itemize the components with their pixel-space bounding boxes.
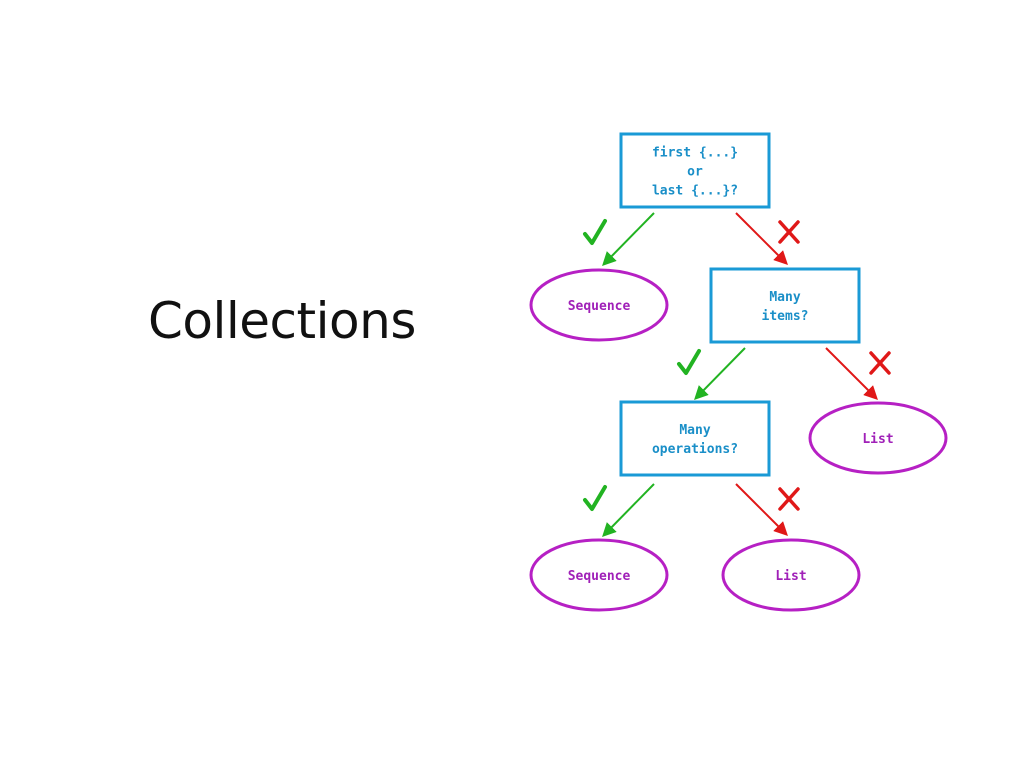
question-node-q3: Many operations? — [619, 400, 771, 477]
cross-mark-icon — [778, 220, 800, 244]
question-text-line: Many — [769, 290, 800, 305]
leaf-label: Sequence — [568, 299, 631, 314]
leaf-ellipse — [529, 268, 669, 342]
question-box — [709, 267, 861, 344]
edge-q1-l1-arrow — [602, 212, 655, 266]
edge-q3-l3-arrow — [602, 483, 655, 537]
edge-q3-l4-arrow — [735, 483, 788, 536]
question-text-line: or — [687, 165, 703, 180]
check-mark-icon — [583, 219, 607, 245]
leaf-ellipse — [529, 538, 669, 612]
cross-mark-icon — [778, 487, 800, 511]
question-text-line: first {...} — [652, 146, 738, 161]
check-mark-icon — [677, 349, 701, 375]
check-mark-icon — [583, 485, 607, 511]
edge-q2-q3-arrow — [694, 347, 746, 400]
leaf-node-l3: Sequence — [529, 538, 669, 612]
cross-mark-icon — [869, 351, 891, 375]
question-node-q2: Many items? — [709, 267, 861, 344]
leaf-node-l1: Sequence — [529, 268, 669, 342]
edge-q1-q2-arrow — [735, 212, 788, 265]
leaf-node-l4: List — [721, 538, 861, 612]
leaf-ellipse — [808, 401, 948, 475]
edges-layer — [583, 212, 891, 537]
question-box — [619, 132, 771, 209]
question-text-line: items? — [762, 309, 809, 324]
edge-q2-l2-arrow — [825, 347, 878, 400]
leaf-ellipse — [721, 538, 861, 612]
question-text-line: Many — [679, 423, 710, 438]
leaf-label: List — [775, 569, 806, 584]
leaf-node-l2: List — [808, 401, 948, 475]
question-box — [619, 400, 771, 477]
leaf-label: Sequence — [568, 569, 631, 584]
slide-title: Collections — [148, 292, 416, 350]
question-text-line: last {...}? — [652, 184, 738, 199]
question-node-q1: first {...} or last {...}? — [619, 132, 771, 209]
question-text-line: operations? — [652, 442, 738, 457]
leaf-label: List — [862, 432, 893, 447]
nodes-layer: first {...} or last {...}? Many items? Many op… — [529, 132, 948, 612]
